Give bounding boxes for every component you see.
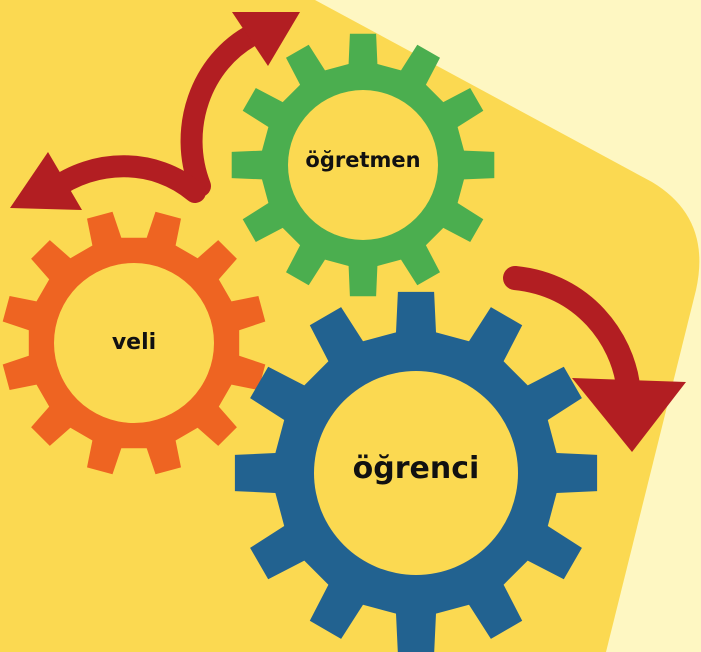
gear-veli: veli bbox=[2, 211, 266, 475]
gear-ogretmen-label: öğretmen bbox=[305, 148, 420, 172]
gear-veli-hole bbox=[54, 263, 214, 423]
curved-arrow-icon bbox=[180, 23, 265, 197]
curved-arrow-icon bbox=[503, 266, 640, 397]
arrow-head-icon bbox=[10, 152, 82, 210]
gear-ogretmen-hole bbox=[288, 90, 438, 240]
arrow-to-top bbox=[180, 12, 300, 197]
arrow-to-bottom-right bbox=[503, 266, 686, 452]
gear-ogrenci-hole bbox=[314, 371, 518, 575]
gear-ogrenci-label: öğrenci bbox=[353, 451, 480, 486]
gear-ogretmen: öğretmen bbox=[231, 33, 495, 297]
arrow-to-left bbox=[10, 152, 206, 210]
gear-ogrenci: öğrenci bbox=[234, 291, 598, 652]
curved-arrow-icon bbox=[41, 155, 206, 203]
arrow-head-icon bbox=[572, 378, 686, 452]
gear-veli-label: veli bbox=[112, 330, 156, 355]
arrow-head-icon bbox=[232, 12, 300, 66]
